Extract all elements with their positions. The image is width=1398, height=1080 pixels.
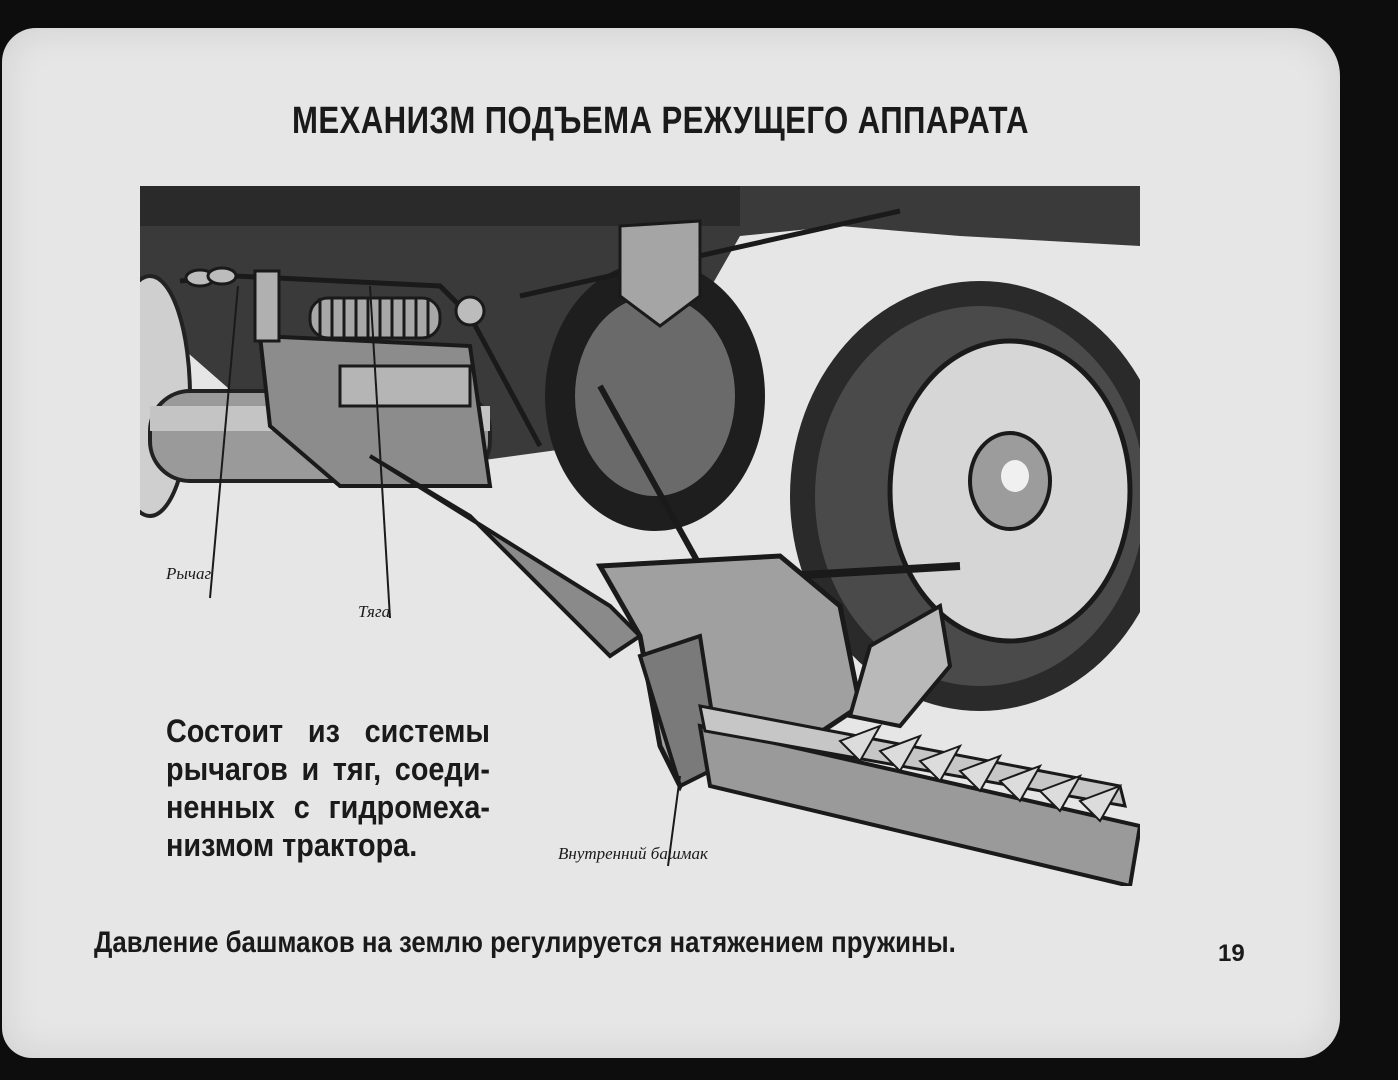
label-inner-shoe: Внутренний башмак	[558, 844, 708, 863]
page-number: 19	[1218, 940, 1245, 967]
description-text: Состоит из системы рычагов и тяг, соеди-…	[166, 712, 490, 864]
description-line: Состоит из системы	[166, 713, 490, 749]
label-rod: Тяга	[358, 602, 391, 621]
slide-title: МЕХАНИЗМ ПОДЪЕМА РЕЖУЩЕГО АППАРАТА	[292, 100, 1029, 142]
description-line: рычагов и тяг, соеди-	[166, 751, 490, 787]
description-line: низмом трактора.	[166, 827, 418, 863]
label-lever: Рычаг	[166, 564, 212, 583]
mechanism-illustration	[140, 186, 1140, 886]
description-line: ненных с гидромеха-	[166, 789, 490, 825]
slide: МЕХАНИЗМ ПОДЪЕМА РЕЖУЩЕГО АППАРАТА	[2, 28, 1340, 1058]
footer-text: Давление башмаков на землю регулируется …	[94, 926, 956, 959]
